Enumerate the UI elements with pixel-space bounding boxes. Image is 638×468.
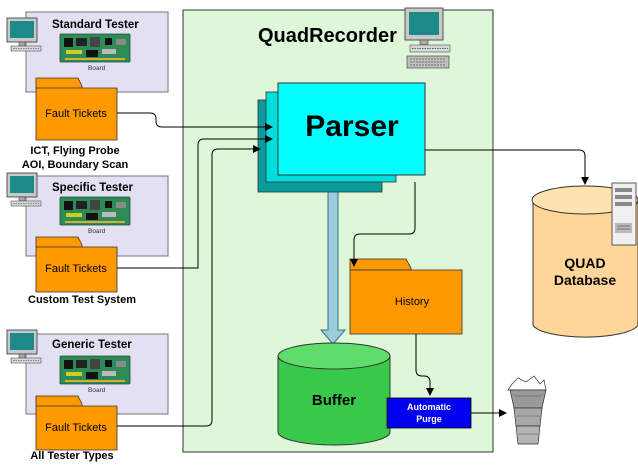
arrow-parser-to-database	[425, 149, 589, 185]
arrow-specific-to-parser	[117, 135, 273, 269]
quadrecorder-title: QuadRecorder	[258, 25, 397, 47]
purge-label: Automatic	[407, 402, 451, 412]
tester-caption: ICT, Flying Probe	[30, 145, 119, 157]
circuit-board-icon	[59, 196, 131, 226]
fault-tickets-label: Fault Tickets	[45, 108, 107, 120]
circuit-board-icon	[59, 33, 131, 63]
fault-tickets-folder	[35, 395, 118, 451]
history-label: History	[395, 296, 430, 308]
board-label: Board	[88, 387, 106, 394]
parser-stack: Parser	[257, 82, 426, 193]
arrow-generic-to-parser	[117, 145, 261, 427]
parser-label: Parser	[305, 110, 399, 143]
tester-generic: Generic Tester Board Fault Tickets All T…	[6, 329, 169, 462]
circuit-board-icon	[59, 355, 131, 385]
arrow-parser-to-history	[350, 182, 416, 267]
database-label: Database	[554, 272, 616, 288]
connector-lines	[117, 112, 589, 427]
arrow-history-to-purge	[415, 334, 434, 396]
board-label: Board	[88, 228, 106, 235]
automatic-purge-box: Automatic Purge	[386, 397, 472, 429]
computer-monitor-icon	[6, 172, 42, 207]
history-folder: History	[349, 258, 463, 335]
tester-caption: AOI, Boundary Scan	[22, 159, 129, 171]
parser-box	[277, 82, 426, 176]
tester-title: Specific Tester	[52, 182, 133, 194]
computer-monitor-icon	[6, 17, 42, 52]
purge-label: Purge	[416, 414, 442, 424]
fault-tickets-folder	[35, 236, 118, 293]
computer-monitor-icon	[6, 329, 42, 364]
fault-tickets-folder	[35, 77, 118, 141]
database-label: QUAD	[564, 255, 605, 271]
computer-monitor-icon	[404, 7, 451, 69]
tester-title: Generic Tester	[52, 339, 132, 351]
buffer-cylinder: Buffer	[277, 342, 391, 446]
fault-tickets-label: Fault Tickets	[45, 422, 107, 434]
tester-caption: All Tester Types	[30, 450, 113, 462]
tester-caption: Custom Test System	[28, 294, 136, 306]
tester-specific: Specific Tester Board Fault Tickets Cust…	[6, 172, 169, 306]
buffer-label: Buffer	[312, 392, 356, 409]
board-label: Board	[88, 65, 106, 72]
fault-tickets-label: Fault Tickets	[45, 263, 107, 275]
trash-bin-icon	[507, 375, 547, 445]
arrow-standard-to-parser	[117, 112, 273, 131]
tester-title: Standard Tester	[52, 19, 139, 31]
tester-standard: Standard Tester Board Fault Tickets ICT,…	[6, 11, 169, 171]
server-tower-icon	[611, 182, 637, 246]
